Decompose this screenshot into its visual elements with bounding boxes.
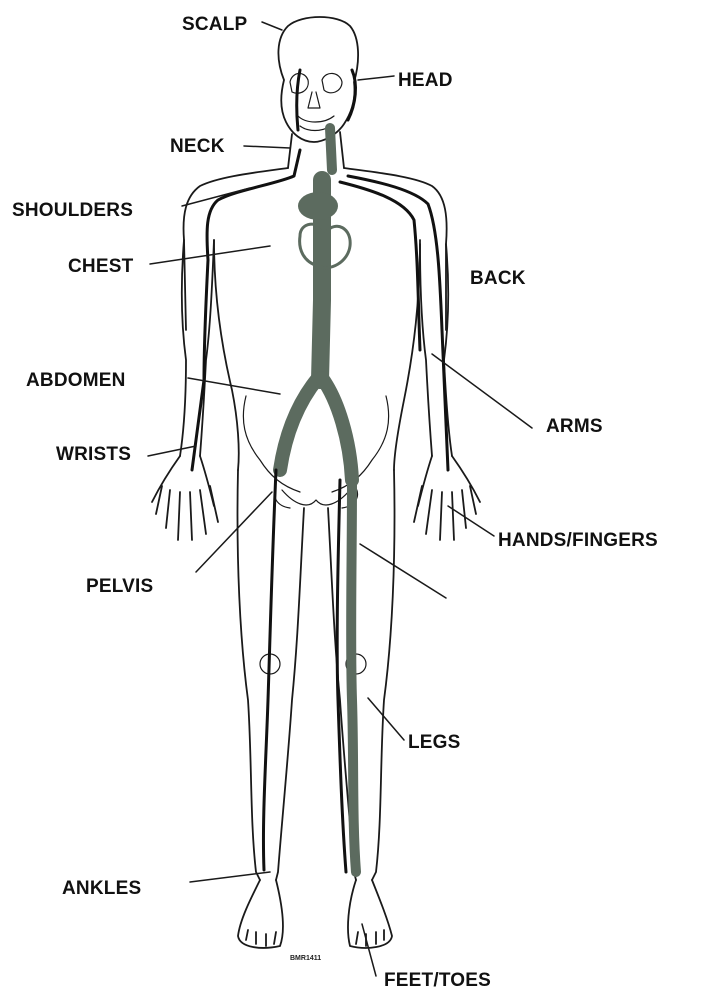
- leader-scalp: [262, 22, 282, 30]
- right-leg-vein: [337, 480, 346, 872]
- right-foot-outline: [348, 880, 392, 948]
- right-iliac-artery: [322, 378, 352, 480]
- right-arm-inner-vein: [340, 182, 420, 350]
- carotid-artery: [330, 128, 332, 170]
- label-ankles: ANKLES: [62, 878, 141, 899]
- head-vein-right: [348, 70, 355, 120]
- left-iliac-artery: [280, 378, 318, 470]
- head-vein: [297, 70, 300, 130]
- label-back: BACK: [470, 268, 526, 289]
- label-abdomen: ABDOMEN: [26, 370, 126, 391]
- left-arm-vein: [192, 150, 300, 470]
- left-hand-outline: [152, 456, 218, 540]
- figure-code: BMR1411: [290, 955, 321, 962]
- left-leg-outline: [237, 470, 304, 880]
- leader-hip: [360, 544, 446, 598]
- right-arm-vein: [348, 176, 448, 470]
- label-arms: ARMS: [546, 416, 603, 437]
- leader-wrists: [148, 446, 196, 456]
- label-feet-toes: FEET/TOES: [384, 970, 491, 991]
- label-scalp: SCALP: [182, 14, 248, 35]
- label-wrists: WRISTS: [56, 444, 131, 465]
- leader-hands-fingers: [448, 506, 494, 536]
- leader-chest: [150, 246, 270, 264]
- leader-feet-toes: [362, 924, 376, 976]
- leader-pelvis: [196, 492, 272, 572]
- right-eye-socket: [322, 73, 342, 92]
- left-foot-outline: [238, 880, 283, 948]
- label-legs: LEGS: [408, 732, 461, 753]
- nose-cavity: [308, 92, 320, 108]
- label-chest: CHEST: [68, 256, 134, 277]
- pelvis-bones: [243, 396, 388, 508]
- label-hands-fingers: HANDS/FINGERS: [498, 530, 658, 551]
- label-shoulders: SHOULDERS: [12, 200, 133, 221]
- label-pelvis: PELVIS: [86, 576, 153, 597]
- leader-head: [358, 76, 394, 80]
- leader-neck: [244, 146, 290, 148]
- left-leg-vein: [263, 470, 276, 870]
- label-head: HEAD: [398, 70, 453, 91]
- left-torso-side: [214, 240, 239, 470]
- aortic-arch: [298, 192, 338, 220]
- right-leg-artery: [351, 480, 356, 872]
- label-neck: NECK: [170, 136, 225, 157]
- leader-legs: [368, 698, 404, 740]
